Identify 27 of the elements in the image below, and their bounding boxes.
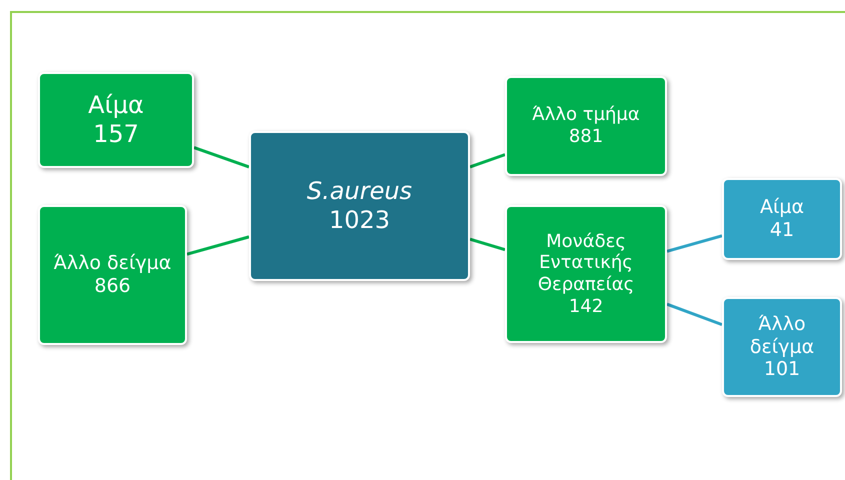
box-label: S.aureus: [306, 177, 412, 206]
count-value: 866: [94, 275, 131, 298]
rounded-box: [505, 76, 667, 176]
box-label: Αίμα: [760, 196, 804, 219]
count-value: 1023: [328, 206, 390, 235]
connector-line: [194, 146, 250, 168]
count-value: 157: [93, 120, 139, 149]
rounded-box: [505, 205, 667, 343]
box-label: Άλλο δείγμα: [54, 252, 172, 275]
rounded-box: [722, 297, 842, 397]
connector-line: [666, 302, 723, 326]
count-value: 101: [764, 358, 800, 382]
rounded-box: [38, 72, 194, 168]
connector-line: [470, 153, 506, 168]
connector-line: [470, 238, 506, 252]
connector-line: [666, 234, 722, 253]
rounded-box: [38, 205, 187, 345]
box-label: Άλλο τμήμα: [532, 104, 640, 126]
count-value: 142: [568, 296, 604, 318]
count-value: 41: [770, 219, 794, 242]
rounded-box: [722, 178, 842, 260]
count-value: 881: [568, 126, 604, 148]
connector-line: [186, 235, 250, 256]
box-label: Άλλο δείγμα: [748, 312, 816, 358]
rounded-box: [249, 131, 470, 281]
box-label: Μονάδες Εντατικής Θεραπείας: [536, 230, 636, 296]
box-label: Αίμα: [88, 91, 144, 120]
